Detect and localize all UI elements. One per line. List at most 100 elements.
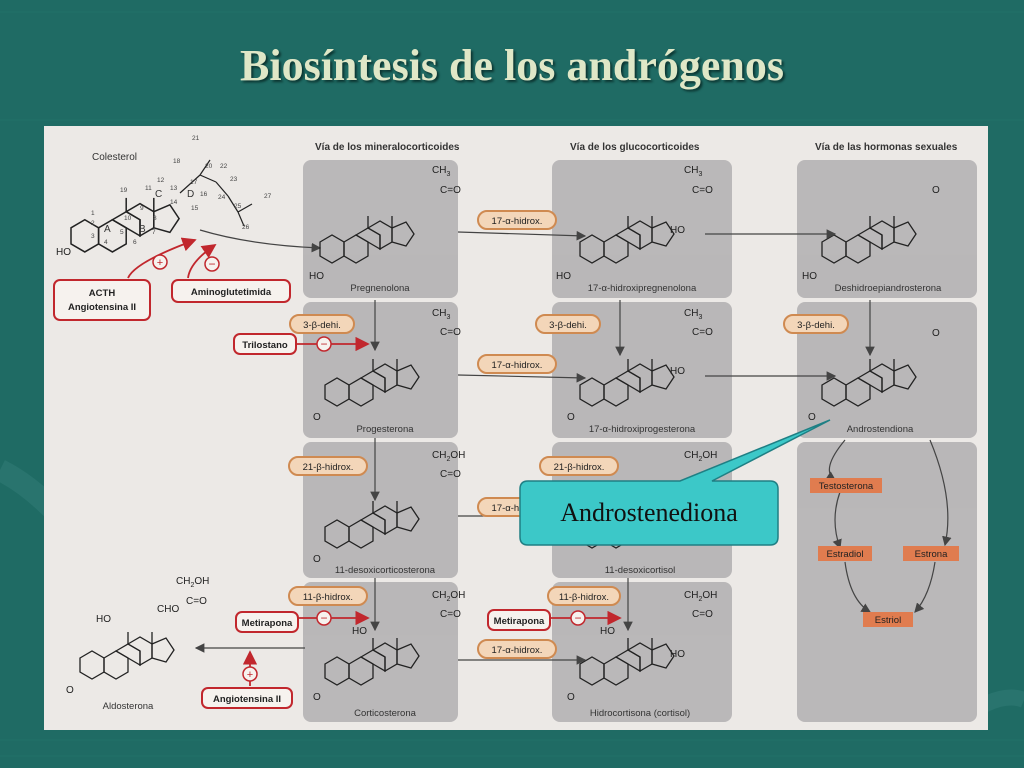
svg-text:CH3: CH3 (432, 308, 450, 321)
molecule-corticosterona: O HO CH2OH C=O Corticosterona (313, 590, 465, 719)
svg-text:6: 6 (133, 239, 137, 246)
slide-title: Biosíntesis de los andrógenos (240, 41, 784, 90)
svg-text:HO: HO (670, 649, 685, 660)
svg-text:23: 23 (230, 176, 238, 183)
svg-text:C=O: C=O (440, 609, 461, 620)
label-aldosterona: Aldosterona (103, 701, 154, 712)
svg-text:C=O: C=O (440, 327, 461, 338)
hormone-estriol: Estriol (875, 615, 901, 626)
svg-text:13: 13 (170, 185, 178, 192)
svg-text:HO: HO (309, 271, 324, 282)
svg-text:HO: HO (802, 271, 817, 282)
svg-text:2: 2 (91, 220, 95, 227)
svg-text:7: 7 (152, 229, 156, 236)
acth-box (53, 279, 151, 321)
metirapona-label-2: Metirapona (494, 616, 545, 627)
box-hidroxiprogesterona (552, 302, 732, 438)
svg-text:19: 19 (120, 187, 128, 194)
svg-text:10: 10 (124, 215, 132, 222)
svg-text:26: 26 (242, 224, 250, 231)
svg-text:O: O (932, 328, 940, 339)
label-hidroxiprogesterona: 17-α-hidroxiprogesterona (589, 424, 696, 435)
ring-d-label: D (187, 189, 194, 200)
enzyme-21b-hidrox-2: 21-β-hidrox. (554, 462, 605, 473)
label-hidrocortisona: Hidrocortisona (cortisol) (590, 708, 690, 719)
hormone-box (810, 478, 882, 493)
plus-sign-angiotensina-2: + (247, 669, 253, 681)
label-dhea: Deshidroepiandrosterona (835, 283, 942, 294)
box-androstendiona (797, 302, 977, 438)
svg-text:HO: HO (670, 225, 685, 236)
svg-text:C=O: C=O (440, 185, 461, 196)
minus-sign-trilostano: − (320, 337, 327, 351)
cholesterol-structure: Colesterol HO A B C D 1 2 3 4 5 6 7 8 9 … (56, 135, 272, 258)
svg-text:21: 21 (192, 135, 200, 142)
svg-text:CH2OH: CH2OH (684, 450, 717, 463)
aminoglutetimida-box (171, 279, 291, 303)
box-sex-hormones (797, 442, 977, 722)
minus-sign-metirapona-2: − (574, 611, 581, 625)
svg-text:9: 9 (140, 205, 144, 212)
svg-text:8: 8 (153, 215, 157, 222)
minus-sign-aminoglutetimida: − (208, 257, 215, 271)
svg-text:C=O: C=O (692, 327, 713, 338)
enzyme-pill (288, 456, 368, 476)
svg-text:17: 17 (190, 179, 198, 186)
label-colesterol: Colesterol (92, 152, 137, 163)
header-mineralocorticoid: Vía de los mineralocorticoides (315, 142, 460, 153)
svg-text:15: 15 (191, 205, 199, 212)
svg-text:25: 25 (234, 203, 242, 210)
plus-sign-acth: + (157, 257, 163, 269)
svg-text:CH2OH: CH2OH (684, 590, 717, 603)
enzyme-3b-dehi-2: 3-β-dehi. (549, 320, 587, 331)
enzyme-pill (477, 354, 557, 374)
box-hidroxipregnenolona (552, 160, 732, 298)
svg-text:C=O: C=O (692, 185, 713, 196)
svg-text:C=O: C=O (440, 469, 461, 480)
molecule-aldosterona: O HO CHO CH2OH C=O Aldosterona (66, 576, 209, 712)
enzyme-11b-hidrox-2: 11-β-hidrox. (559, 592, 609, 603)
enzyme-17a-hidrox-3: 17-α-hidrox. (492, 503, 543, 514)
label-androstendiona: Androstendiona (847, 424, 914, 435)
metirapona-box-1 (235, 611, 299, 633)
hormone-box (903, 546, 959, 561)
svg-text:HO: HO (600, 626, 615, 637)
svg-text:HO: HO (670, 366, 685, 377)
minus-sign-metirapona-1: − (320, 611, 327, 625)
label-desoxicortisol: 11-desoxicortisol (605, 565, 676, 576)
molecule-pregnenolona: HO CH3 C=O Pregnenolona (309, 165, 461, 294)
callout-bubble (519, 419, 831, 546)
svg-text:CH2OH: CH2OH (432, 450, 465, 463)
label-hidroxipregnenolona: 17-α-hidroxipregnenolona (588, 283, 697, 294)
hormone-box (863, 612, 913, 627)
svg-text:C=O: C=O (692, 609, 713, 620)
svg-text:24: 24 (218, 194, 226, 201)
molecule-hidrocortisona: O HO HO CH2OH C=O Hidrocortisona (cortis… (567, 590, 717, 719)
molecule-desoxicortisol: CH2OH 11-desoxicortisol (579, 450, 717, 576)
arrow-cholesterol (199, 229, 322, 253)
angiotensina-box-2 (201, 687, 293, 709)
svg-text:1: 1 (91, 210, 95, 217)
enzyme-pill (539, 456, 619, 476)
enzyme-3b-dehi-1: 3-β-dehi. (303, 320, 341, 331)
box-pregnenolona (303, 160, 458, 298)
metirapona-box-2 (487, 609, 551, 631)
svg-text:CH3: CH3 (432, 165, 450, 178)
svg-text:CH3: CH3 (684, 165, 702, 178)
molecule-desoxicorticosterona: O CH2OH C=O 11-desoxicorticosterona (313, 450, 465, 576)
svg-text:16: 16 (200, 191, 208, 198)
svg-text:O: O (932, 185, 940, 196)
svg-text:O: O (313, 412, 321, 423)
header-sex-hormone: Vía de las hormonas sexuales (815, 142, 958, 153)
callout-text: Androstenediona (560, 498, 738, 527)
enzyme-pill (783, 314, 849, 334)
enzyme-17a-hidrox-2: 17-α-hidrox. (492, 360, 543, 371)
label-progesterona: Progesterona (356, 424, 414, 435)
svg-text:4: 4 (104, 239, 108, 246)
trilostano-label: Trilostano (242, 340, 288, 351)
box-progesterona (303, 302, 458, 438)
box-hidrocortisona (552, 582, 732, 722)
enzyme-pill (477, 210, 557, 230)
aminoglutetimida-label: Aminoglutetimida (191, 287, 272, 298)
svg-text:O: O (808, 412, 816, 423)
